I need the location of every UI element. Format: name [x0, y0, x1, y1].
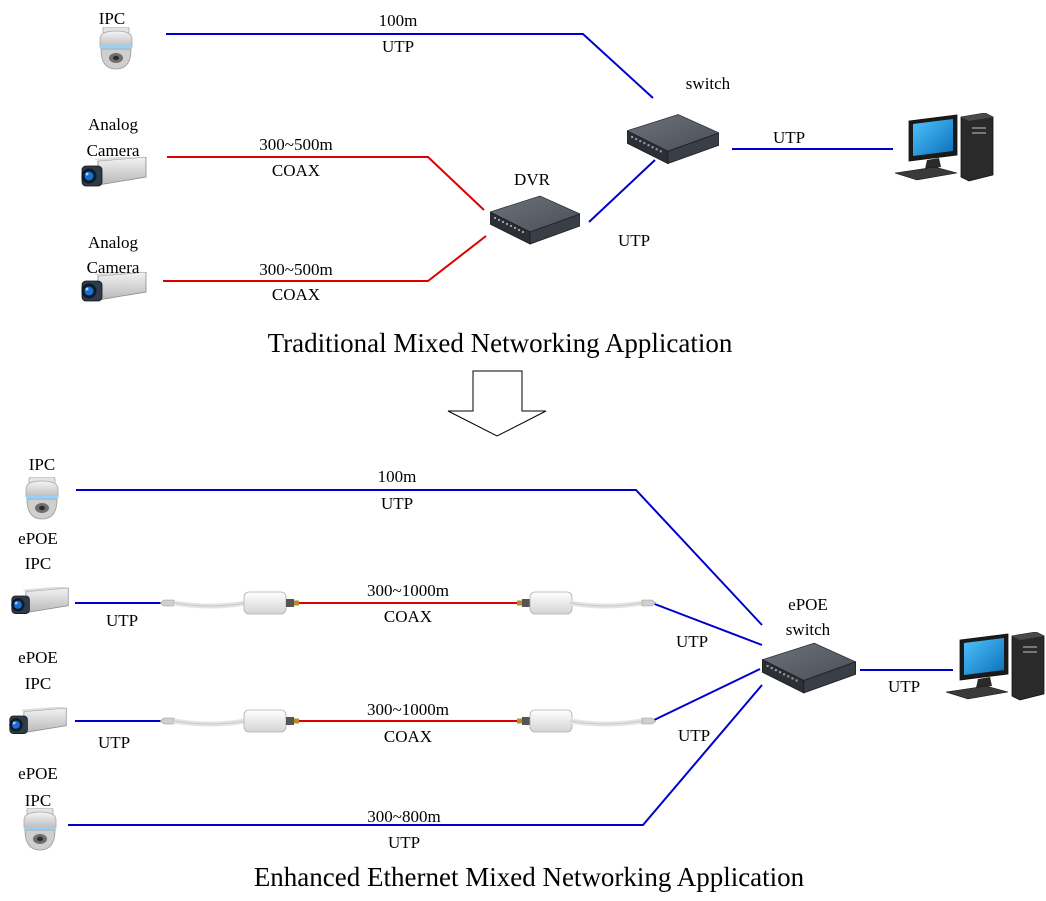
bottom-epoe-ipc-3-dome-camera	[23, 808, 57, 851]
top-switch	[627, 113, 719, 165]
top-ipc-distance: 100m	[379, 11, 418, 30]
bottom-epoe-1-coax-distance: 300~1000m	[367, 581, 449, 600]
top-analog-1-label-line2: Camera	[87, 141, 140, 160]
dome-camera-icon	[25, 477, 59, 520]
top-dvr-label: DVR	[514, 170, 551, 189]
bottom-epoe-3-label-line2: IPC	[25, 791, 51, 810]
bottom-ipc-medium: UTP	[381, 494, 413, 513]
top-analog-2-label-line1: Analog	[88, 233, 139, 252]
bottom-epoe-ipc-1-camera	[10, 587, 69, 615]
top-analog-1-medium: COAX	[272, 161, 320, 180]
bottom-epoe-1-switch-medium: UTP	[676, 632, 708, 651]
bottom-epoe-3-label-line1: ePOE	[18, 764, 58, 783]
top-switch-label: switch	[686, 74, 731, 93]
bottom-epoe-2-switch-medium: UTP	[678, 726, 710, 745]
coax-converter-icon	[517, 592, 656, 614]
top-switch-pc-medium: UTP	[773, 128, 805, 147]
bullet-camera-icon	[8, 707, 67, 735]
top-ipc-label: IPC	[99, 9, 125, 28]
top-computer	[895, 113, 994, 182]
bottom-epoe-ipc-2-camera	[8, 707, 67, 735]
switch-icon	[627, 113, 719, 165]
bottom-epoe-2-camera-medium: UTP	[98, 733, 130, 752]
coax-converter-icon	[160, 592, 299, 614]
dome-camera-icon	[23, 808, 57, 851]
bottom-switch-pc-medium: UTP	[888, 677, 920, 696]
bottom-epoe-1-switch-utp-line	[651, 602, 763, 646]
bullet-camera-icon	[10, 587, 69, 615]
bottom-epoe-2-label-line2: IPC	[25, 674, 51, 693]
bottom-epoe-switch-label-line1: ePOE	[788, 595, 828, 614]
top-dvr-switch-medium: UTP	[618, 231, 650, 250]
bottom-ipc-utp-line	[76, 489, 763, 626]
top-analog-1-label-line1: Analog	[88, 115, 139, 134]
top-analog-2-coax-line	[163, 235, 487, 282]
coax-converter-icon	[160, 710, 299, 732]
top-ipc-dome-camera	[99, 27, 133, 70]
bottom-epoe-1-label-line2: IPC	[25, 554, 51, 573]
bottom-ipc-label: IPC	[29, 455, 55, 474]
coax-converter-icon	[517, 710, 656, 732]
top-ipc-utp-line	[166, 33, 654, 99]
bottom-ipc-distance: 100m	[378, 467, 417, 486]
computer-icon	[895, 113, 994, 182]
bottom-epoe-1-camera-medium: UTP	[106, 611, 138, 630]
top-dvr-switch-utp-line	[588, 159, 656, 223]
bottom-epoe-switch-label-line2: switch	[786, 620, 831, 639]
dome-camera-icon	[99, 27, 133, 70]
bottom-epoe-2-label-line1: ePOE	[18, 648, 58, 667]
top-analog-2-medium: COAX	[272, 285, 320, 304]
down-arrow-icon	[447, 370, 547, 437]
top-analog-2-distance: 300~500m	[259, 260, 332, 279]
bottom-epoe-switch	[762, 642, 856, 694]
top-dvr	[490, 195, 580, 245]
switch-icon	[762, 642, 856, 694]
bottom-epoe-2-coax-medium: COAX	[384, 727, 432, 746]
bottom-epoe-2-switch-utp-line	[651, 668, 761, 722]
bottom-epoe-2-coax-distance: 300~1000m	[367, 700, 449, 719]
bottom-epoe-3-utp-line	[68, 684, 763, 826]
bottom-epoe-3-distance: 300~800m	[367, 807, 440, 826]
bottom-epoe-1-coax-medium: COAX	[384, 607, 432, 626]
top-ipc-medium: UTP	[382, 37, 414, 56]
bottom-ipc-dome-camera	[25, 477, 59, 520]
dvr-icon	[490, 195, 580, 245]
bottom-epoe-3-medium: UTP	[388, 833, 420, 852]
bottom-title: Enhanced Ethernet Mixed Networking Appli…	[254, 862, 805, 892]
top-analog-2-label-line2: Camera	[87, 258, 140, 277]
bottom-epoe-1-label-line1: ePOE	[18, 529, 58, 548]
computer-icon	[946, 632, 1045, 701]
top-title: Traditional Mixed Networking Application	[268, 328, 733, 358]
bottom-computer	[946, 632, 1045, 701]
top-analog-1-distance: 300~500m	[259, 135, 332, 154]
top-analog-1-coax-line	[167, 156, 485, 211]
